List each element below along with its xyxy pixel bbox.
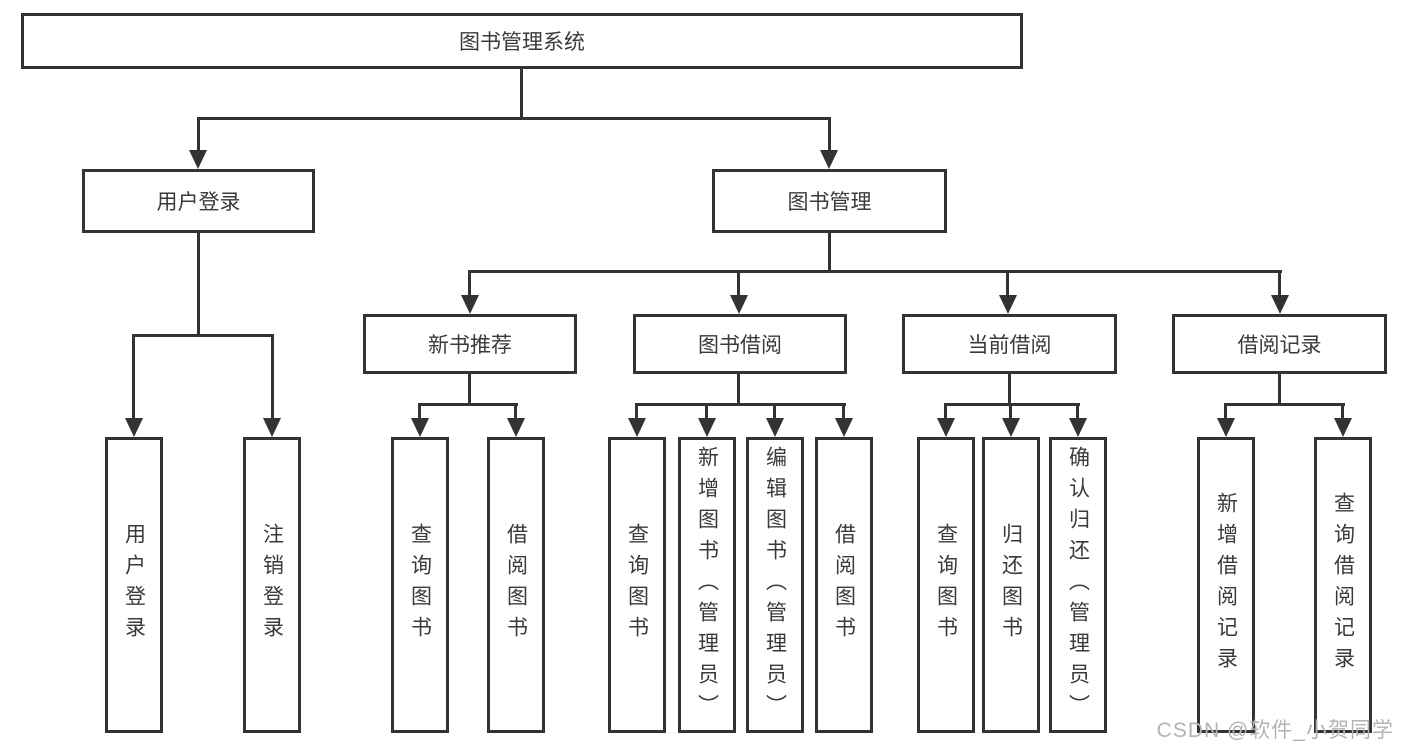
- connector-borrowing-records-split: [1224, 403, 1345, 406]
- arrowhead-cb-confirm: [1069, 418, 1087, 437]
- arrowhead-br-add: [1217, 418, 1235, 437]
- node-book-management: 图书管理: [712, 169, 947, 233]
- csdn-watermark: CSDN @软件_小贺同学: [1156, 719, 1394, 742]
- arrowhead-book-borrowing: [730, 295, 748, 314]
- connector-borrowing-records-stem: [1278, 373, 1281, 405]
- arrowhead-bb-edit: [766, 418, 784, 437]
- connector-book-borrowing-drop: [737, 272, 740, 298]
- connector-current-borrowing-stem: [1008, 373, 1011, 405]
- connector-borrowing-records-drop: [1278, 272, 1281, 298]
- connector-book-borrowing-stem: [737, 373, 740, 405]
- leaf-user-login: 用户登录: [105, 437, 163, 733]
- connector-cb-return-drop: [1009, 405, 1012, 421]
- connector-bb-edit-drop: [773, 405, 776, 421]
- connector-new-book-recommend-stem: [468, 373, 471, 405]
- leaf-bb-add-books-admin: 新增图书（管理员）: [678, 437, 736, 733]
- node-borrowing-records: 借阅记录: [1172, 314, 1387, 374]
- leaf-cb-return-books: 归还图书: [982, 437, 1040, 733]
- connector-new-book-recommend-split: [418, 403, 518, 406]
- leaf-cb-confirm-return-admin: 确认归还（管理员）: [1049, 437, 1107, 733]
- node-new-book-recommend: 新书推荐: [363, 314, 577, 374]
- connector-user-login-split: [132, 334, 274, 337]
- arrowhead-new-book-recommend: [461, 295, 479, 314]
- leaf-nbr-borrow-books: 借阅图书: [487, 437, 545, 733]
- arrowhead-bb-borrow: [835, 418, 853, 437]
- arrowhead-br-query: [1334, 418, 1352, 437]
- node-book-borrowing: 图书借阅: [633, 314, 847, 374]
- arrowhead-user-login: [189, 150, 207, 169]
- connector-leaf-logout-drop: [271, 336, 274, 420]
- leaf-bb-borrow-books: 借阅图书: [815, 437, 873, 733]
- connector-user-login-stem: [197, 232, 200, 336]
- leaf-bb-edit-books-admin: 编辑图书（管理员）: [746, 437, 804, 733]
- connector-current-borrowing-drop: [1006, 272, 1009, 298]
- connector-bb-borrow-drop: [842, 405, 845, 421]
- node-current-borrowing: 当前借阅: [902, 314, 1117, 374]
- connector-nbr-borrow-drop: [514, 405, 517, 421]
- leaf-br-query-record: 查询借阅记录: [1314, 437, 1372, 733]
- leaf-bb-query-books: 查询图书: [608, 437, 666, 733]
- node-root: 图书管理系统: [21, 13, 1023, 69]
- connector-book-management-stem: [828, 233, 831, 272]
- connector-bb-add-drop: [705, 405, 708, 421]
- arrowhead-leaf-user-login: [125, 418, 143, 437]
- leaf-nbr-query-books: 查询图书: [391, 437, 449, 733]
- connector-cb-query-drop: [944, 405, 947, 421]
- arrowhead-book-management: [820, 150, 838, 169]
- connector-book-management-drop: [828, 119, 831, 152]
- connector-cb-confirm-drop: [1076, 405, 1079, 421]
- leaf-logout: 注销登录: [243, 437, 301, 733]
- leaf-cb-query-books: 查询图书: [917, 437, 975, 733]
- arrowhead-bb-query: [628, 418, 646, 437]
- arrowhead-nbr-query: [411, 418, 429, 437]
- arrowhead-nbr-borrow: [507, 418, 525, 437]
- arrowhead-cb-return: [1002, 418, 1020, 437]
- arrowhead-borrowing-records: [1271, 295, 1289, 314]
- connector-root-split: [197, 117, 831, 120]
- connector-nbr-query-drop: [418, 405, 421, 421]
- arrowhead-leaf-logout: [263, 418, 281, 437]
- connector-user-login-drop: [197, 119, 200, 152]
- connector-root-stem: [520, 69, 523, 120]
- arrowhead-current-borrowing: [999, 295, 1017, 314]
- node-user-login: 用户登录: [82, 169, 315, 233]
- connector-new-book-recommend-drop: [468, 272, 471, 298]
- connector-bb-query-drop: [635, 405, 638, 421]
- connector-br-add-drop: [1224, 405, 1227, 421]
- connector-leaf-user-login-drop: [132, 336, 135, 420]
- arrowhead-cb-query: [937, 418, 955, 437]
- leaf-br-add-record: 新增借阅记录: [1197, 437, 1255, 733]
- connector-book-management-split: [468, 270, 1282, 273]
- connector-current-borrowing-split: [944, 403, 1080, 406]
- connector-br-query-drop: [1341, 405, 1344, 421]
- arrowhead-bb-add: [698, 418, 716, 437]
- connector-book-borrowing-split: [635, 403, 846, 406]
